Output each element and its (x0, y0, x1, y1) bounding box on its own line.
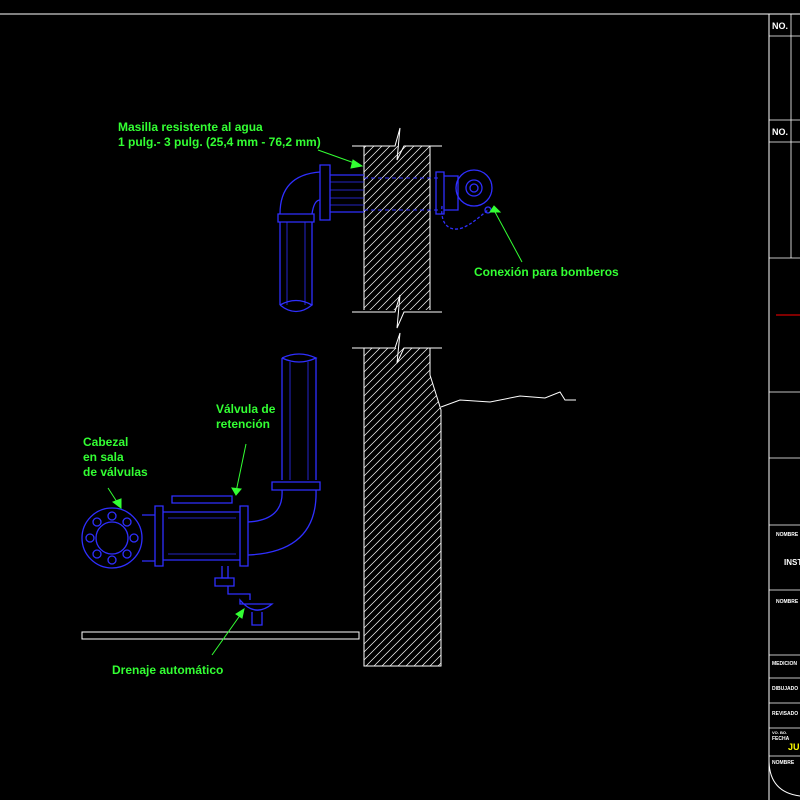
label-masilla-line2: 1 pulg.- 3 pulg. (25,4 mm - 76,2 mm) (118, 135, 321, 149)
title-medicion: MEDICION (772, 661, 797, 667)
header-flange (81, 507, 155, 569)
ground-line (440, 391, 576, 408)
label-drenaje: Drenaje automático (112, 663, 223, 677)
title-nombre-3: NOMBRE (772, 760, 795, 766)
title-no-1: NO. (772, 21, 788, 31)
title-fecha-value: JU (788, 742, 800, 752)
label-cabezal-line2: en sala (83, 450, 124, 464)
title-dibujado: DIBUJADO (772, 686, 798, 692)
title-block (769, 14, 800, 757)
label-conexion: Conexión para bomberos (474, 265, 619, 279)
title-no-2: NO. (772, 127, 788, 137)
leader-lines (107, 149, 523, 656)
label-valvula-line2: retención (216, 417, 270, 431)
fire-connection (435, 169, 493, 230)
label-cabezal-line1: Cabezal (83, 435, 128, 449)
lower-pipe (171, 353, 321, 556)
upper-pipe (277, 164, 438, 313)
title-vo-bo: VO. BO. (772, 730, 787, 735)
label-valvula-line1: Válvula de (216, 402, 276, 416)
label-cabezal-line3: de válvulas (83, 465, 148, 479)
title-fecha: FECHA (772, 736, 790, 742)
title-revisado: REVISADO (772, 711, 798, 717)
title-inst: INST (784, 558, 800, 567)
drawing-frame (0, 13, 800, 800)
wall-upper (352, 127, 442, 329)
title-nombre-1: NOMBRE (776, 532, 799, 538)
label-masilla-line1: Masilla resistente al agua (118, 120, 263, 134)
floor-slab (81, 631, 360, 640)
check-valve (154, 505, 274, 626)
wall-lower (352, 332, 576, 667)
title-nombre-2: NOMBRE (776, 599, 799, 605)
